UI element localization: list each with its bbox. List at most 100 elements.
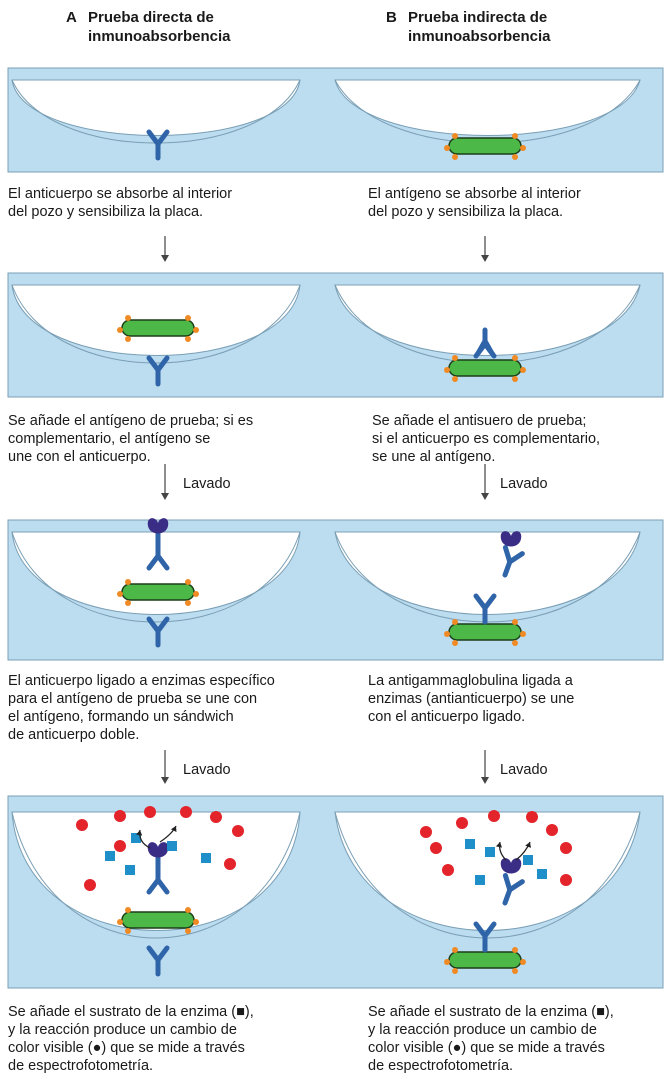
well-a-curve <box>11 284 301 364</box>
product-dot <box>546 824 558 836</box>
antigen-b3 <box>444 619 526 646</box>
epitope <box>452 619 458 625</box>
product-dot <box>456 817 468 829</box>
antibody-arm-right <box>507 551 525 565</box>
antigen-body <box>448 359 522 377</box>
epitope <box>520 959 526 965</box>
well-a <box>11 531 301 615</box>
antibody-arm-right <box>155 553 170 571</box>
epitope <box>452 376 458 382</box>
antibody-b4-secondary <box>502 872 525 906</box>
product-dot <box>114 810 126 822</box>
epitope <box>185 600 191 606</box>
epitope <box>520 145 526 151</box>
reaction-arrow-head <box>136 830 143 836</box>
reaction-arrow-head <box>495 842 503 848</box>
epitope <box>185 907 191 913</box>
enzyme-body <box>500 858 522 874</box>
epitope <box>185 579 191 585</box>
product-dot <box>180 806 192 818</box>
well-b <box>334 811 641 931</box>
step-arrow <box>161 236 169 262</box>
epitope <box>452 640 458 646</box>
antibody-arm-right <box>155 129 170 147</box>
antigen-body <box>448 137 522 155</box>
antigen-b4 <box>444 947 526 974</box>
epitope <box>125 600 131 606</box>
substrate-square <box>125 865 135 875</box>
epitope <box>444 145 450 151</box>
product-dot <box>114 840 126 852</box>
wash-label-a3: Lavado <box>183 762 231 778</box>
epitope <box>452 154 458 160</box>
epitope <box>512 640 518 646</box>
arrow-head <box>481 777 489 784</box>
caption-a4: Se añade el sustrato de la enzima (■),y … <box>8 1004 254 1074</box>
antibody-arm-right <box>155 355 170 373</box>
antigen-body <box>121 319 195 337</box>
enzyme-b4 <box>500 858 522 874</box>
product-dot <box>560 842 572 854</box>
enzyme-body <box>147 518 169 534</box>
epitope <box>444 367 450 373</box>
epitope <box>520 367 526 373</box>
epitope <box>512 154 518 160</box>
product-dot <box>526 811 538 823</box>
antibody-a3-capture <box>146 616 170 648</box>
antigen-b2 <box>444 355 526 382</box>
epitope <box>185 336 191 342</box>
column-a-header: A Prueba directa de inmunoabsorbencia <box>66 8 231 46</box>
plate-row-3 <box>7 519 664 661</box>
well-b <box>334 284 641 356</box>
plate-row-1 <box>7 67 664 173</box>
epitope <box>193 919 199 925</box>
antigen-body <box>448 951 522 969</box>
enzyme-body <box>500 531 522 547</box>
epitope <box>512 947 518 953</box>
column-a-letter: A <box>66 9 77 26</box>
well-a-curve <box>11 811 301 939</box>
plate-row-2 <box>7 272 664 398</box>
epitope <box>125 579 131 585</box>
enzyme-body <box>147 842 169 858</box>
well-b <box>334 531 641 615</box>
epitope <box>512 376 518 382</box>
epitope <box>117 327 123 333</box>
column-b-title-line2: inmunoabsorbencia <box>408 28 551 45</box>
antibody-arm-right <box>155 877 170 895</box>
substrate-square <box>465 839 475 849</box>
arrow-head <box>161 493 169 500</box>
column-a-title-line2: inmunoabsorbencia <box>88 28 231 45</box>
substrate-square <box>523 855 533 865</box>
reaction-arrow-head <box>170 826 177 832</box>
step-arrow <box>481 464 489 500</box>
product-dot <box>420 826 432 838</box>
step-arrow <box>481 236 489 262</box>
product-dot <box>560 874 572 886</box>
wash-label-b2: Lavado <box>500 476 548 492</box>
antibody-arm-right <box>155 945 170 963</box>
epitope <box>512 355 518 361</box>
product-dot <box>76 819 88 831</box>
enzyme-b3 <box>500 531 522 547</box>
substrate-square <box>537 869 547 879</box>
epitope <box>125 907 131 913</box>
wash-label-b3: Lavado <box>500 762 548 778</box>
antigen-body <box>121 583 195 601</box>
wash-label-a2: Lavado <box>183 476 231 492</box>
product-dot <box>232 825 244 837</box>
antibody-a4-capture <box>146 945 170 977</box>
substrate-square <box>131 833 141 843</box>
antibody-b3-primary <box>473 593 497 625</box>
antibody-b3-secondary <box>502 544 525 578</box>
well-a-curve <box>11 531 301 623</box>
antibody-arm-right <box>507 879 525 893</box>
antibody-b4-primary <box>473 921 497 953</box>
epitope <box>452 133 458 139</box>
antibody-a2 <box>146 355 170 387</box>
product-dot <box>488 810 500 822</box>
antibody-arm-right <box>482 593 497 611</box>
column-a-title-line1: Prueba directa de <box>88 9 214 26</box>
